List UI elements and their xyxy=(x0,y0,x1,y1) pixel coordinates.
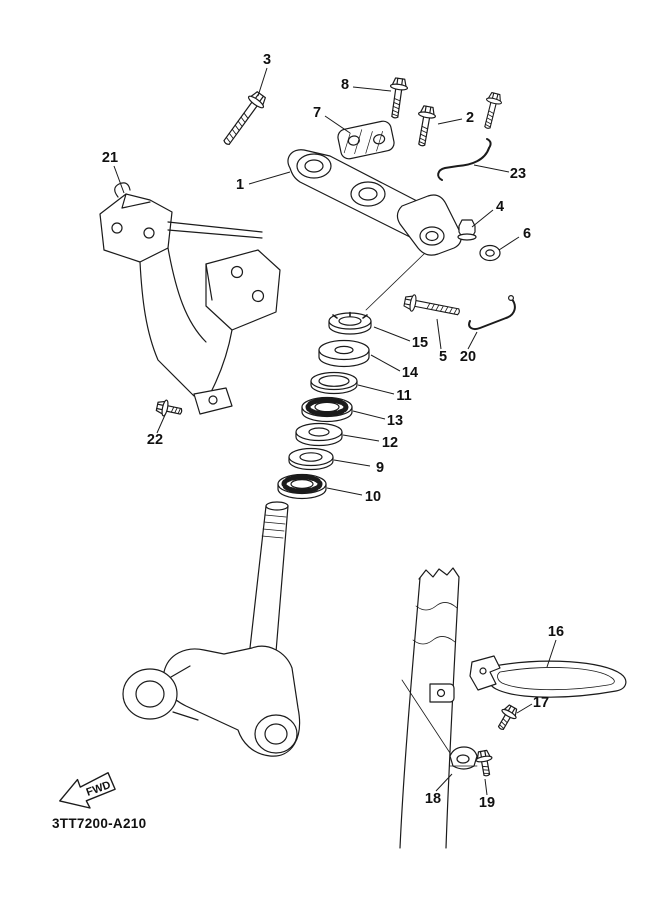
callout-17: 17 xyxy=(532,695,550,711)
callout-18: 18 xyxy=(424,791,442,807)
part-7-handlebar-holder xyxy=(337,120,395,160)
part-21-stay-bracket xyxy=(99,182,281,415)
callout-6: 6 xyxy=(522,226,532,242)
part-12-race-washer xyxy=(295,422,343,447)
callout-23: 23 xyxy=(509,166,527,182)
callout-10: 10 xyxy=(364,489,382,505)
part-15-ring-nut xyxy=(328,311,372,335)
fwd-arrow: FWD xyxy=(59,772,116,809)
callout-5: 5 xyxy=(438,349,448,365)
callout-1: 1 xyxy=(235,177,245,193)
part-11-cover-washer xyxy=(310,371,358,395)
part-20-hook xyxy=(468,295,516,331)
part-9-washer xyxy=(288,447,334,471)
callout-11: 11 xyxy=(396,388,412,404)
callout-14: 14 xyxy=(401,365,419,381)
part-10-bearing-lower xyxy=(277,473,327,500)
callout-21: 21 xyxy=(101,150,119,166)
part-14-washer xyxy=(318,339,370,368)
part-stem-head-clamp xyxy=(365,194,462,311)
diagram-code: 3TT7200-A210 xyxy=(52,816,147,831)
part-under-bracket xyxy=(122,501,301,757)
part-16-band xyxy=(469,655,627,698)
callout-8: 8 xyxy=(340,77,350,93)
callout-13: 13 xyxy=(386,413,404,429)
part-6-washer xyxy=(479,244,501,262)
callout-16: 16 xyxy=(547,624,565,640)
part-23-wire-clip xyxy=(437,138,492,181)
callout-12: 12 xyxy=(381,435,399,451)
part-fork-tube xyxy=(399,567,460,849)
callout-22: 22 xyxy=(146,432,164,448)
part-18-clamp xyxy=(449,746,478,770)
callout-7: 7 xyxy=(312,105,322,121)
callout-9: 9 xyxy=(375,460,385,476)
callout-15: 15 xyxy=(411,335,429,351)
callout-20: 20 xyxy=(459,349,477,365)
leader-lines xyxy=(113,67,557,796)
callout-19: 19 xyxy=(478,795,496,811)
part-13-bearing-upper xyxy=(301,396,353,423)
part-4-nut xyxy=(457,219,477,241)
callout-4: 4 xyxy=(495,199,505,215)
callout-2: 2 xyxy=(465,110,475,126)
callout-3: 3 xyxy=(262,52,272,68)
